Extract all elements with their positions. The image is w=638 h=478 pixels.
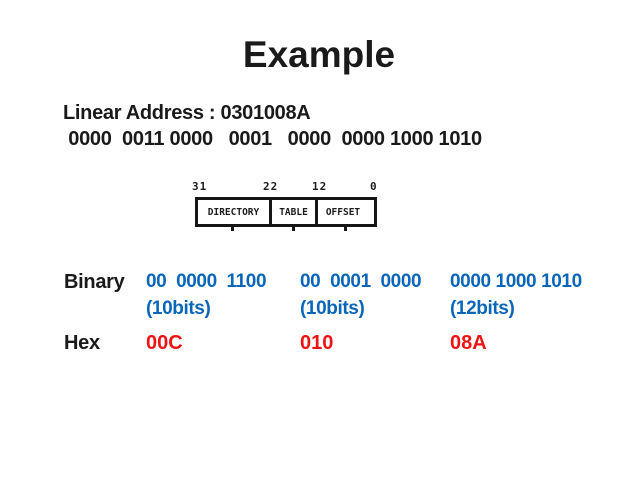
binary-expansion-text: 0000 0011 0000 0001 0000 0000 1000 1010 bbox=[63, 128, 482, 150]
offset-hex-value: 08A bbox=[450, 332, 487, 354]
offset-field: OFFSET bbox=[315, 200, 368, 224]
directory-tick bbox=[231, 227, 234, 231]
binary-row-label: Binary bbox=[64, 271, 125, 293]
offset-tick bbox=[344, 227, 347, 231]
bitfield-box: DIRECTORY TABLE OFFSET bbox=[195, 197, 377, 227]
table-binary-value: 00 0001 0000 bbox=[300, 271, 422, 292]
binary-hex-table: Binary Hex 00 0000 1100 (10bits) 00C 00 … bbox=[64, 271, 624, 371]
directory-field: DIRECTORY bbox=[207, 206, 260, 218]
directory-hex-value: 00C bbox=[146, 332, 183, 354]
directory-bits-note: (10bits) bbox=[146, 298, 211, 319]
table-hex-value: 010 bbox=[300, 332, 334, 354]
offset-bits-note: (12bits) bbox=[450, 298, 515, 319]
offset-binary-value: 0000 1000 1010 bbox=[450, 271, 582, 292]
bit-position-labels: 31 22 12 0 bbox=[192, 180, 393, 195]
table-field: TABLE bbox=[269, 200, 315, 224]
bit-label-31: 31 bbox=[192, 180, 208, 193]
table-bits-note: (10bits) bbox=[300, 298, 365, 319]
linear-address-text: Linear Address : 0301008A bbox=[63, 102, 311, 124]
bit-label-22: 22 bbox=[263, 180, 279, 193]
table-tick bbox=[292, 227, 295, 231]
bit-label-0: 0 bbox=[370, 180, 378, 193]
hex-row-label: Hex bbox=[64, 332, 100, 354]
directory-binary-value: 00 0000 1100 bbox=[146, 271, 267, 292]
slide-title: Example bbox=[242, 34, 396, 75]
bit-label-12: 12 bbox=[312, 180, 328, 193]
bitfield-diagram: 31 22 12 0 DIRECTORY TABLE OFFSET bbox=[192, 180, 393, 236]
